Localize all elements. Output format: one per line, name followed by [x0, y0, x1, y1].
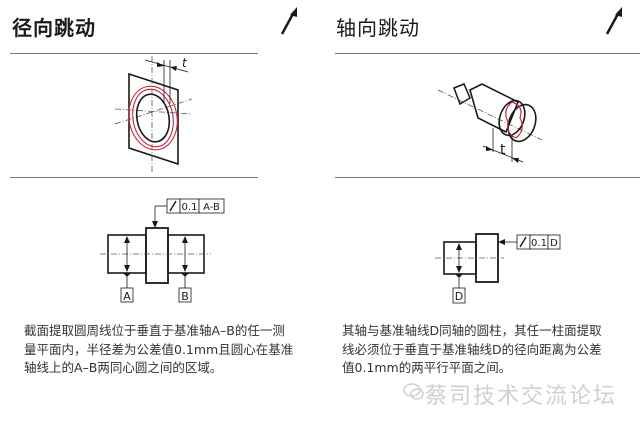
axial-runout-drawing: D 0.1 D	[435, 233, 561, 304]
divider-top	[10, 53, 258, 54]
panel-title: 径向跳动	[12, 16, 96, 40]
datum-d-label: D	[455, 290, 463, 303]
datum-b-label: B	[181, 290, 189, 303]
tolerance-value: 0.1	[531, 238, 547, 249]
radial-runout-drawing: A B 0.1 A-B	[100, 198, 225, 303]
runout-arrow-icon	[280, 7, 297, 35]
axial-runout-panel: 轴向跳动 t D 0.1 D	[320, 0, 640, 424]
panel-description: 其轴与基准轴线D同轴的圆柱，其任一柱面提取线必须位于垂直于基准轴线D的径向距离为…	[342, 323, 602, 375]
tolerance-datum: D	[550, 238, 558, 249]
panel-description: 截面提取圆周线位于垂直于基准轴A–B的任一测量平面内，半径差为公差值0.1mm且…	[24, 323, 294, 375]
zone-label: t	[182, 56, 188, 70]
divider-middle	[335, 177, 640, 178]
datum-a-label: A	[123, 290, 131, 303]
radial-runout-3d-figure: t	[114, 56, 193, 172]
tolerance-value: 0.1	[182, 202, 198, 213]
radial-runout-panel: 径向跳动 t A	[10, 7, 297, 375]
zone-label: t	[500, 142, 506, 158]
wechat-icon	[403, 383, 424, 400]
watermark-text: 蔡司技术交流论坛	[425, 384, 618, 409]
divider-top	[335, 53, 640, 54]
axial-runout-3d-figure: t	[437, 83, 543, 163]
tolerance-datum: A-B	[203, 202, 220, 213]
runout-arrow-icon	[605, 7, 622, 35]
panel-title: 轴向跳动	[336, 16, 420, 40]
divider-middle	[10, 177, 258, 178]
